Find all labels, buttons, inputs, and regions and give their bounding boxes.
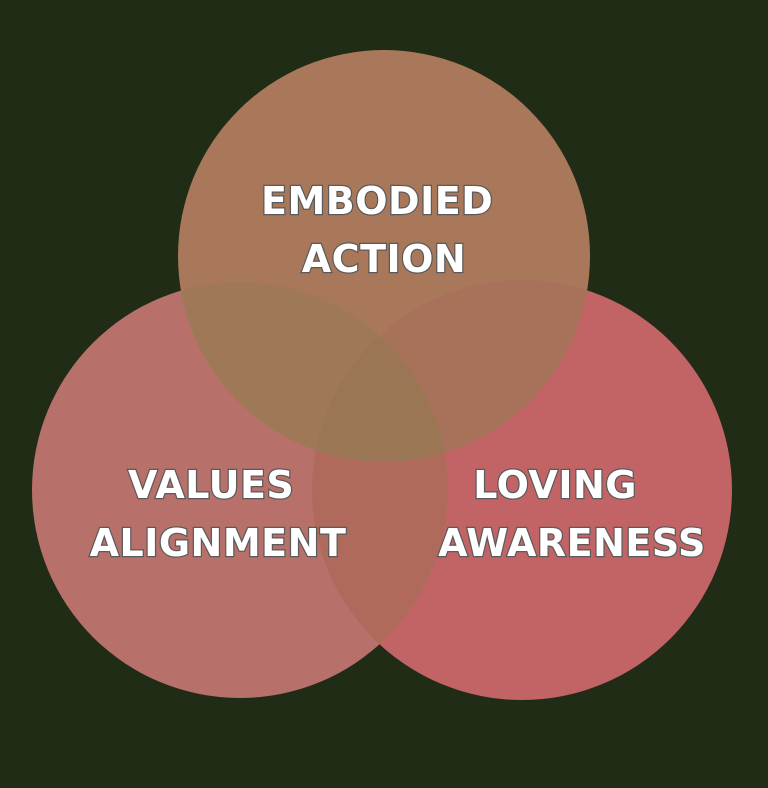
label-embodied-line-1: EMBODIED [261,179,493,223]
label-loving-awareness: LOVING AWARENESS [438,463,706,565]
label-embodied-action: EMBODIED ACTION [261,179,507,281]
label-values-alignment: VALUES ALIGNMENT [90,463,347,565]
label-values-line-1: VALUES [128,463,294,507]
label-values-line-2: ALIGNMENT [90,521,347,565]
overlap-center [312,282,448,462]
label-embodied-line-2: ACTION [302,237,466,281]
label-loving-line-1: LOVING [473,463,637,507]
label-loving-line-2: AWARENESS [438,521,706,565]
